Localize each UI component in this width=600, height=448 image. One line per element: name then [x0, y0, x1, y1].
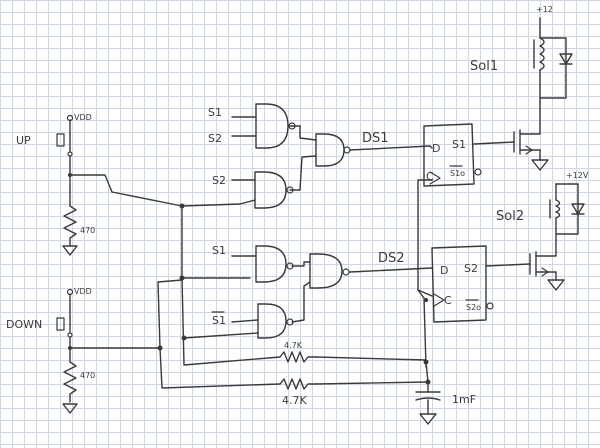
ff2-d-label: D — [440, 264, 448, 277]
s1-label-a: S1 — [208, 106, 222, 119]
r2-label: 4.7K — [282, 394, 307, 407]
resistor-r1 — [279, 351, 317, 363]
ff1-s1bar-label: S1o — [450, 169, 465, 178]
down-resistor-label: 470 — [80, 371, 95, 380]
ff1-c-label: C — [426, 170, 434, 183]
sol1-label: Sol1 — [470, 59, 498, 74]
mosfet-1 — [513, 101, 549, 171]
nand-gate-final-2 — [309, 253, 350, 289]
solenoid-1 — [533, 17, 573, 103]
down-label: DOWN — [6, 318, 42, 331]
down-switch — [56, 288, 78, 414]
s2-label-a: S2 — [208, 132, 222, 145]
up-switch — [56, 114, 78, 256]
s1-bar-label: S1 — [212, 314, 226, 327]
ff2-s2-label: S2 — [464, 262, 478, 275]
ff1-s1-label: S1 — [452, 138, 466, 151]
flip-flop-1 — [423, 123, 475, 187]
up-resistor-label: 470 — [80, 226, 95, 235]
s1-label-b: S1 — [212, 244, 226, 257]
nand-gate-final-1 — [315, 133, 351, 167]
mosfet-2 — [529, 235, 565, 291]
vdd-label-bottom: VDD — [74, 287, 92, 296]
up-label: UP — [16, 134, 31, 147]
wires — [69, 116, 433, 389]
plus12v-label-right: +12V — [566, 171, 589, 180]
resistor-r2 — [279, 378, 317, 390]
flip-flop-2 — [431, 245, 487, 323]
nand-gate-2 — [254, 171, 294, 209]
nand-gate-1 — [255, 103, 296, 149]
ds1-label: DS1 — [362, 131, 389, 146]
ff1-inverted-output — [474, 168, 482, 176]
s2-label-b: S2 — [212, 174, 226, 187]
ff2-c-label: C — [444, 294, 452, 307]
capacitor — [415, 381, 441, 425]
nand-gate-3 — [255, 245, 294, 283]
nand-gate-4 — [257, 303, 294, 339]
ff2-inverted-output — [486, 302, 494, 310]
ds2-label: DS2 — [378, 251, 405, 266]
ff2-s2bar-label: S2o — [466, 303, 481, 312]
sol2-label: Sol2 — [496, 209, 524, 224]
vdd-label-top: VDD — [74, 113, 92, 122]
plus12-label-top: +12 — [536, 5, 553, 14]
ff1-d-label: D — [432, 142, 440, 155]
cap-label: 1mF — [452, 393, 476, 406]
solenoid-2 — [549, 183, 585, 237]
r1-label: 4.7K — [284, 341, 303, 350]
